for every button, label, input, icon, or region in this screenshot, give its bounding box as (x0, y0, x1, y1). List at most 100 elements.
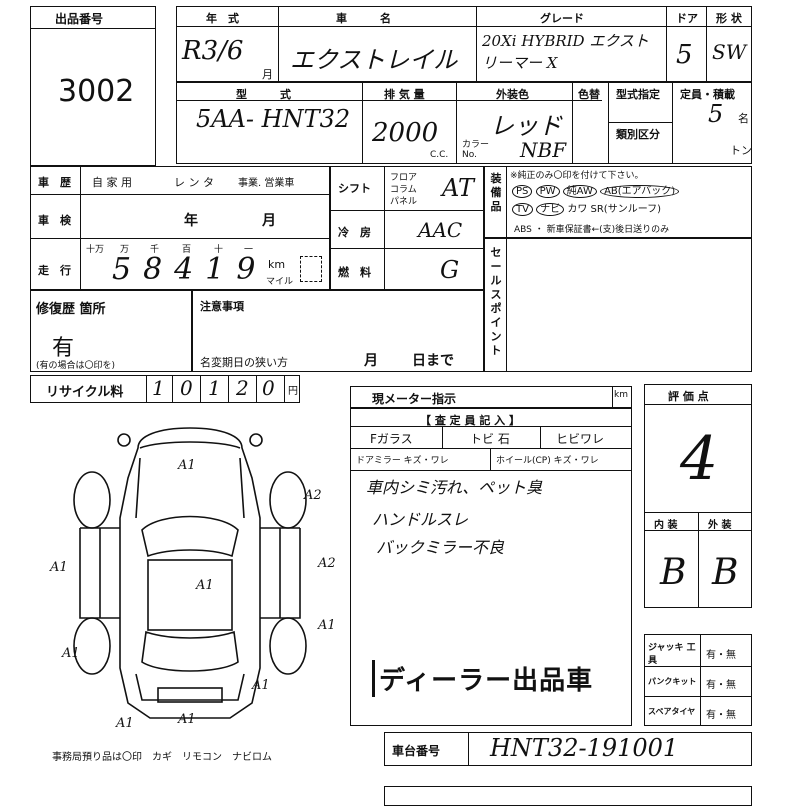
recycle-digit: 0 (180, 376, 193, 400)
score-label: 評 価 点 (668, 390, 709, 403)
equipment-note: ※純正のみ〇印を付けて下さい。 (510, 171, 644, 181)
jack-value[interactable]: 有・無 (706, 650, 736, 661)
shift-option-floor[interactable]: フロア (390, 173, 418, 183)
history-option-business[interactable]: 事業. 営業車 (238, 178, 295, 189)
puncture-kit-label: パンクキット (648, 677, 697, 686)
shift-option-column[interactable]: コラム (390, 185, 417, 195)
comment-line: バックミラー不良 (376, 538, 505, 557)
divider (700, 634, 701, 726)
shift-label: シフト (338, 182, 371, 195)
digit-1: 一 (244, 245, 254, 255)
windshield (141, 515, 239, 558)
inspection-label: 車 検 (38, 214, 71, 227)
expiry-day: 日まで (412, 353, 454, 369)
car-name-value: エクストレイル (290, 46, 458, 74)
equip-tv[interactable]: TV (512, 203, 533, 216)
divider (172, 375, 173, 403)
mileage-value: 58419 (112, 252, 268, 287)
digit-10k: 万 (120, 245, 130, 255)
bottom-box (384, 786, 752, 806)
left-side-panels (79, 527, 120, 619)
mileage-label: 走 行 (38, 264, 71, 277)
recycle-box (30, 375, 300, 403)
divider (200, 375, 201, 403)
history-option-private[interactable]: 自 家 用 (92, 176, 132, 189)
divider (350, 426, 632, 427)
model-label: 型 式 (236, 88, 291, 101)
fuel-value: G (440, 256, 460, 284)
displacement-value: 2000 (372, 118, 439, 148)
sales-point-label: セールスポイント (490, 246, 502, 357)
ton-unit: トン (730, 144, 752, 157)
tire-front-left (73, 471, 111, 529)
displacement-label: 排 気 量 (384, 88, 425, 101)
equip-leather[interactable]: カワ (567, 204, 588, 215)
color-code-value: NBF (520, 138, 567, 162)
digit-10: 十 (214, 245, 224, 255)
year-label: 年 式 (206, 12, 239, 25)
damage-mark: A1 (178, 712, 196, 727)
damage-mark: A1 (50, 560, 68, 575)
interior-value: B (660, 552, 687, 593)
equip-navi[interactable]: ナビ (536, 203, 565, 216)
equip-sr[interactable]: SR(サンルーフ) (590, 204, 662, 215)
front-bumper (139, 441, 241, 449)
history-label: 車 歴 (38, 176, 71, 189)
divider (30, 28, 156, 29)
divider (468, 732, 469, 766)
color-label: 外装色 (496, 88, 529, 101)
divider (350, 470, 632, 471)
name-label: 車 名 (336, 12, 391, 25)
person-unit: 名 (738, 112, 749, 125)
equipment-row-1: PS PW 純AW AB(エアバック) (512, 182, 680, 198)
divider (456, 82, 457, 164)
repair-box (30, 290, 192, 372)
equip-pw[interactable]: PW (535, 185, 560, 198)
category-label: 類別区分 (616, 128, 660, 141)
wheel-label: ホイール(CP) キズ・ワレ (496, 456, 599, 466)
lot-number: 3002 (58, 74, 135, 109)
tire-front-right (269, 471, 307, 529)
inspector-box (350, 408, 632, 726)
divider (284, 375, 285, 403)
divider (540, 426, 541, 448)
spare-tire-value[interactable]: 有・無 (706, 710, 736, 721)
equipment-row-2: TV ナビ カワ SR(サンルーフ) (512, 200, 662, 216)
divider (506, 166, 507, 372)
rear-window (141, 630, 239, 672)
divider (698, 512, 699, 608)
equip-aw[interactable]: 純AW (562, 185, 597, 198)
shift-option-panel[interactable]: パネル (390, 197, 418, 207)
chip-label: トビ 石 (470, 432, 510, 446)
interior-label: 内 装 (654, 520, 678, 531)
expiry-month: 月 (364, 353, 378, 369)
damage-mark: A1 (196, 578, 214, 593)
divider (442, 426, 443, 448)
history-option-rental[interactable]: レ ン タ (174, 176, 214, 189)
inspection-year: 年 (184, 213, 198, 229)
damage-mark: A2 (304, 488, 322, 503)
divider (228, 375, 229, 403)
puncture-kit-value[interactable]: 有・無 (706, 680, 736, 691)
lot-label: 出品番号 (55, 12, 104, 26)
mile-box[interactable] (300, 256, 322, 282)
divider (80, 166, 81, 290)
capacity-label: 定員・積載 (680, 88, 735, 101)
mirror-right (249, 433, 263, 447)
sales-point-box (484, 238, 752, 372)
cc-unit: C.C. (430, 150, 449, 160)
crack-label: ヒビワレ (556, 432, 605, 446)
comment-line: ハンドルスレ (372, 510, 469, 529)
shift-box (330, 166, 484, 290)
divider (176, 100, 602, 101)
divider (644, 696, 752, 697)
comment-line: 車内シミ汚れ、ペット臭 (366, 478, 543, 497)
fuel-label: 燃 料 (338, 266, 371, 279)
equip-ab[interactable]: AB(エアバック) (600, 185, 680, 198)
digit-1k: 千 (150, 245, 160, 255)
divider (608, 122, 672, 123)
notes-box (192, 290, 484, 372)
capacity-value: 5 (708, 100, 724, 128)
equipment-label: 装備品 (490, 172, 502, 213)
equip-ps[interactable]: PS (512, 185, 533, 198)
